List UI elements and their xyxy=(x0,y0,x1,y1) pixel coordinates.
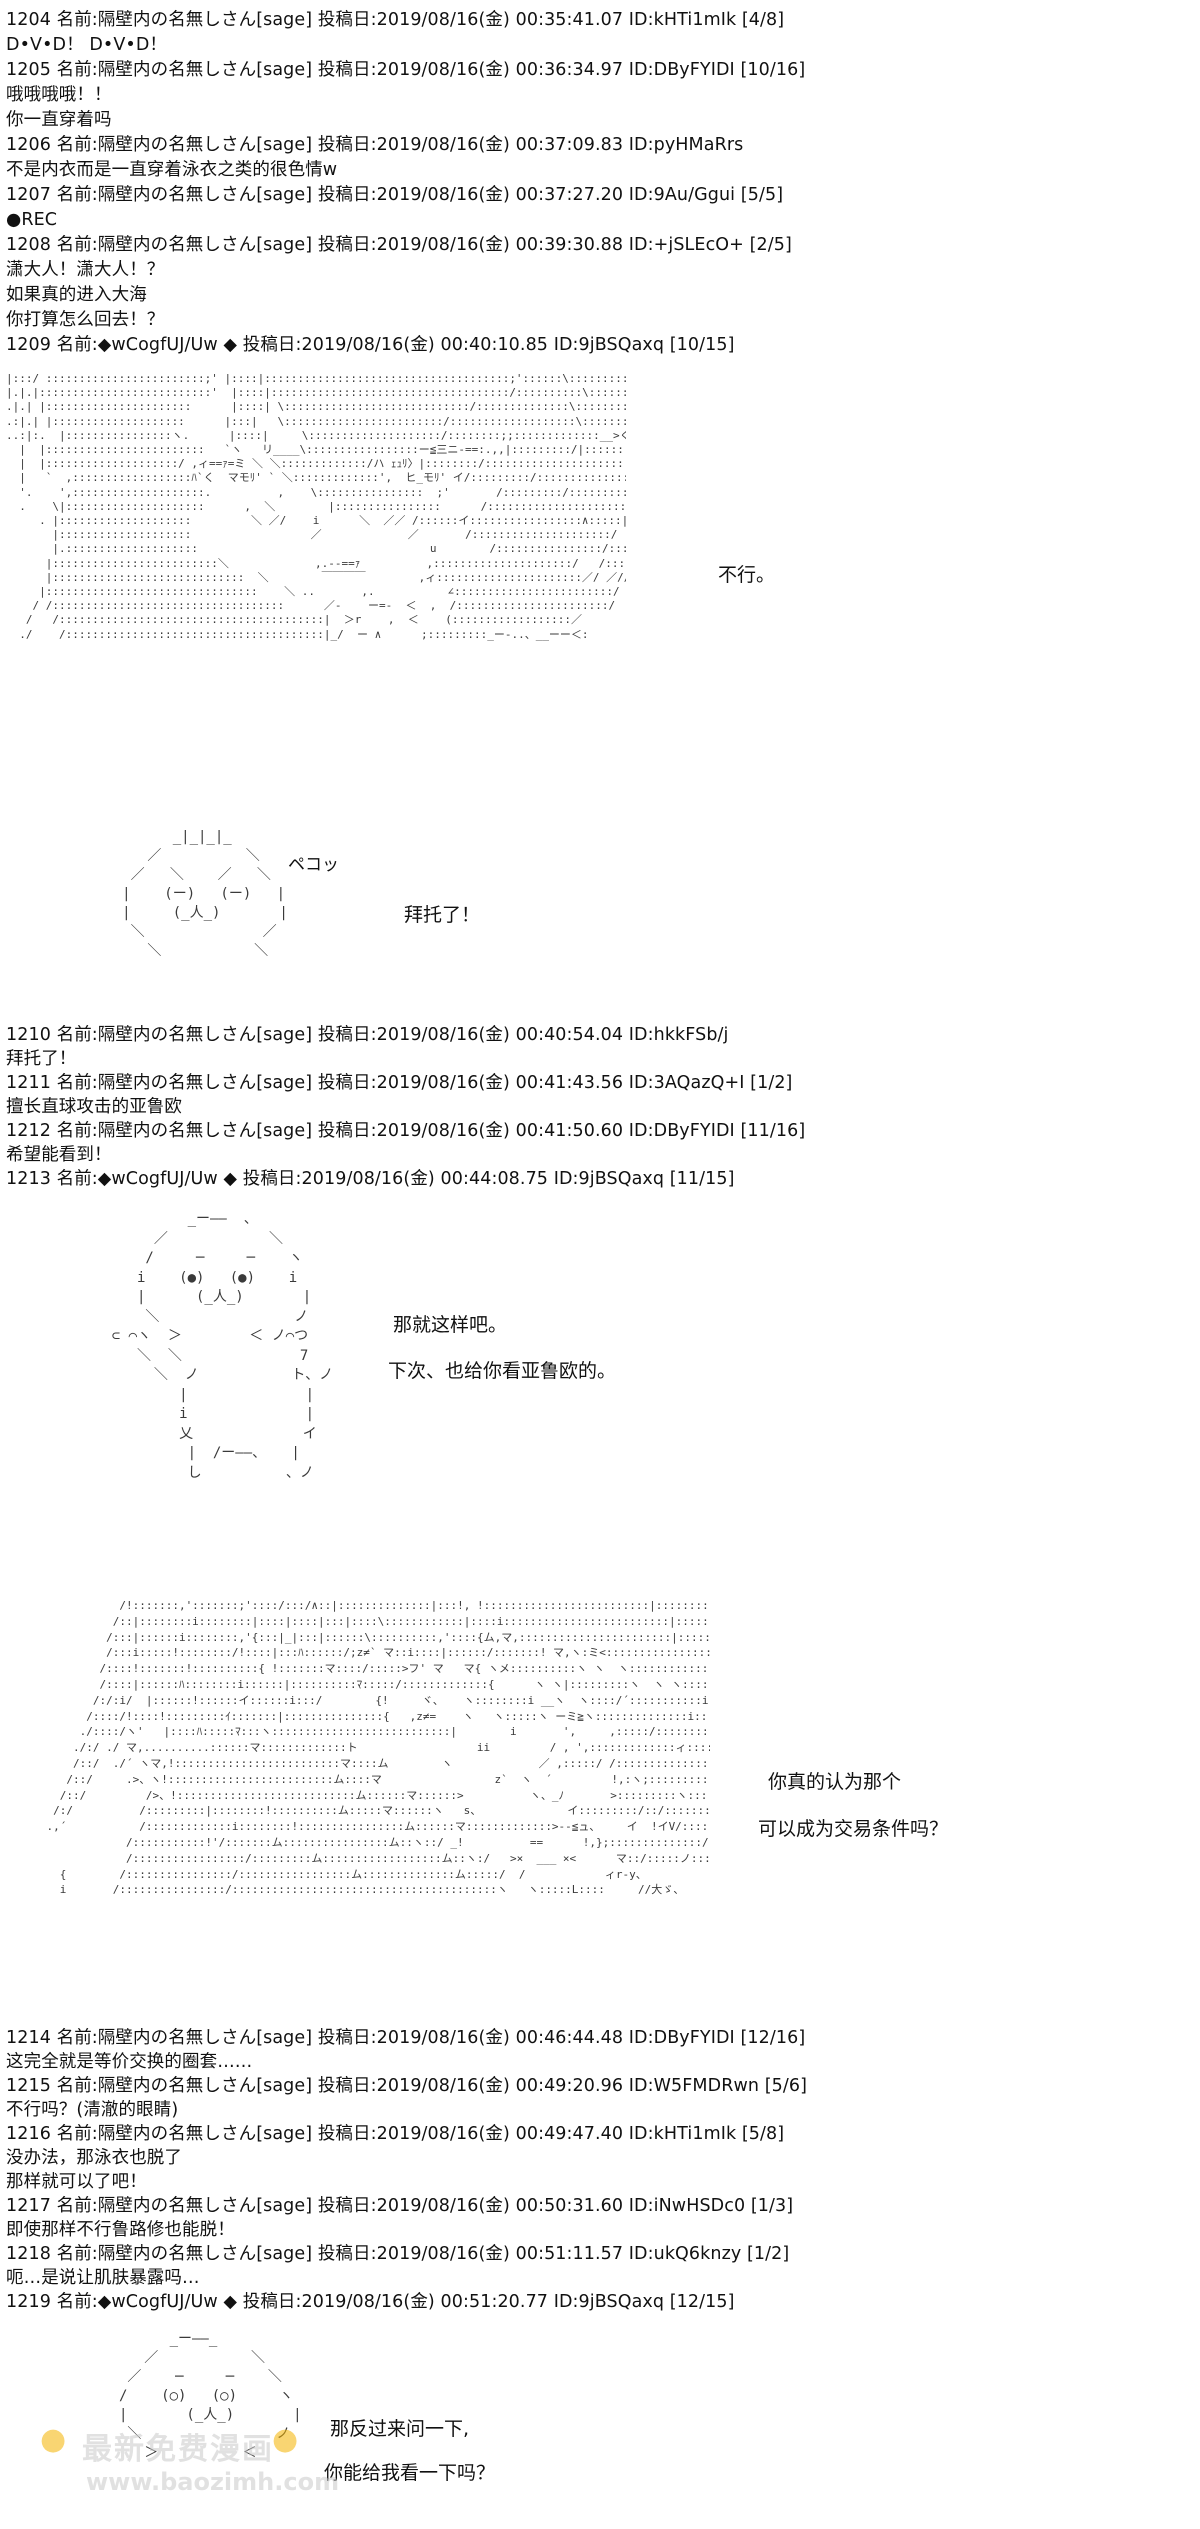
post-body-1211: 擅长直球攻击的亚鲁欧 xyxy=(6,1097,182,1117)
post-body-1210: 拜托了！ xyxy=(6,1049,77,1069)
post-header-1217: 1217 名前:隔壁内の名無しさん[sage] 投稿日:2019/08/16(金… xyxy=(6,2196,794,2216)
post-header-1215: 1215 名前:隔壁内の名無しさん[sage] 投稿日:2019/08/16(金… xyxy=(6,2076,808,2096)
post-body-1204: D•V•D！ D•V•D！ xyxy=(6,35,167,55)
watermark: ● 最新免费漫画 ● www.baozimh.com xyxy=(40,2420,339,2510)
speech-1213b-line2: 可以成为交易条件吗？ xyxy=(758,1818,949,1840)
speech-1209-line2: 拜托了！ xyxy=(404,904,481,926)
post-body-1218: 呃…是说让肌肤暴露吗… xyxy=(6,2268,200,2288)
ascii-art-scene-1: |:::/ ::::::::::::::::::::::::;' |::::|:… xyxy=(6,372,626,641)
speech-1213b-line1: 你真的认为那个 xyxy=(768,1771,902,1793)
post-header-1212: 1212 名前:隔壁内の名無しさん[sage] 投稿日:2019/08/16(金… xyxy=(6,1121,806,1141)
speech-1219-line1: 那反过来问一下, xyxy=(330,2418,470,2440)
ascii-art-standing-figure: _ー―― 、 ／ ＼ / ─ ─ ヽ i (●) (●) i | (_人_) |… xyxy=(111,1211,334,1481)
bun-icon: ● xyxy=(40,2422,67,2457)
post-header-1205: 1205 名前:隔壁内の名無しさん[sage] 投稿日:2019/08/16(金… xyxy=(6,60,806,80)
watermark-title: 最新免费漫画 xyxy=(82,2432,274,2467)
bun-icon-right: ● xyxy=(272,2422,299,2457)
post-body-1217: 即使那样不行鲁路修也能脱！ xyxy=(6,2220,235,2240)
post-body-1216-line2: 那样就可以了吧！ xyxy=(6,2172,147,2192)
post-header-1218: 1218 名前:隔壁内の名無しさん[sage] 投稿日:2019/08/16(金… xyxy=(6,2244,790,2264)
post-header-1210: 1210 名前:隔壁内の名無しさん[sage] 投稿日:2019/08/16(金… xyxy=(6,1025,729,1045)
speech-1219-line2: 你能给我看一下吗？ xyxy=(324,2462,496,2484)
post-header-1219: 1219 名前:◆wCogfUJ/Uw ◆ 投稿日:2019/08/16(金) … xyxy=(6,2292,735,2312)
speech-1209-sfx: ペコッ xyxy=(288,855,339,875)
post-body-1208-line2: 如果真的进入大海 xyxy=(6,285,147,305)
ascii-art-scene-2: /!:::::::,':::::::;'::::/:::/∧::|:::::::… xyxy=(46,1599,710,1897)
post-header-1214: 1214 名前:隔壁内の名無しさん[sage] 投稿日:2019/08/16(金… xyxy=(6,2028,806,2048)
post-body-1212: 希望能看到！ xyxy=(6,1145,112,1165)
speech-1213-line1: 那就这样吧。 xyxy=(393,1314,508,1336)
post-body-1215: 不行吗？(清澈的眼睛) xyxy=(6,2100,179,2120)
ascii-art-bowing-figure: _|_|_|_ ／ ＼ ／ ＼ ／ ＼ | (ー) (ー) | | (_人_) … xyxy=(122,829,288,959)
post-header-1204: 1204 名前:隔壁内の名無しさん[sage] 投稿日:2019/08/16(金… xyxy=(6,10,785,30)
post-header-1216: 1216 名前:隔壁内の名無しさん[sage] 投稿日:2019/08/16(金… xyxy=(6,2124,785,2144)
post-header-1211: 1211 名前:隔壁内の名無しさん[sage] 投稿日:2019/08/16(金… xyxy=(6,1073,793,1093)
watermark-url: www.baozimh.com xyxy=(86,2468,340,2496)
post-body-1207: ●REC xyxy=(6,210,58,230)
post-header-1206: 1206 名前:隔壁内の名無しさん[sage] 投稿日:2019/08/16(金… xyxy=(6,135,744,155)
post-body-1208-line3: 你打算怎么回去！？ xyxy=(6,310,165,330)
ascii-art-final-figure: _ー――_ ／ ＼ ／ ─ ─ ＼ / (○) (○) ヽ | (_人_) | … xyxy=(119,2331,302,2461)
post-header-1213: 1213 名前:◆wCogfUJ/Uw ◆ 投稿日:2019/08/16(金) … xyxy=(6,1169,735,1189)
post-header-1209: 1209 名前:◆wCogfUJ/Uw ◆ 投稿日:2019/08/16(金) … xyxy=(6,335,735,355)
post-body-1214: 这完全就是等价交换的圈套…… xyxy=(6,2052,253,2072)
post-header-1208: 1208 名前:隔壁内の名無しさん[sage] 投稿日:2019/08/16(金… xyxy=(6,235,792,255)
post-body-1205-line2: 你一直穿着吗 xyxy=(6,110,112,130)
post-header-1207: 1207 名前:隔壁内の名無しさん[sage] 投稿日:2019/08/16(金… xyxy=(6,185,784,205)
post-body-1216-line1: 没办法，那泳衣也脱了 xyxy=(6,2148,182,2168)
post-body-1205-line1: 哦哦哦哦！！ xyxy=(6,85,112,105)
speech-1209-line1: 不行。 xyxy=(718,564,776,586)
post-body-1208-line1: 潇大人！潇大人！？ xyxy=(6,260,165,280)
post-body-1206: 不是内衣而是一直穿着泳衣之类的很色情w xyxy=(6,160,338,180)
speech-1213-line2: 下次、也给你看亚鲁欧的。 xyxy=(388,1360,617,1382)
